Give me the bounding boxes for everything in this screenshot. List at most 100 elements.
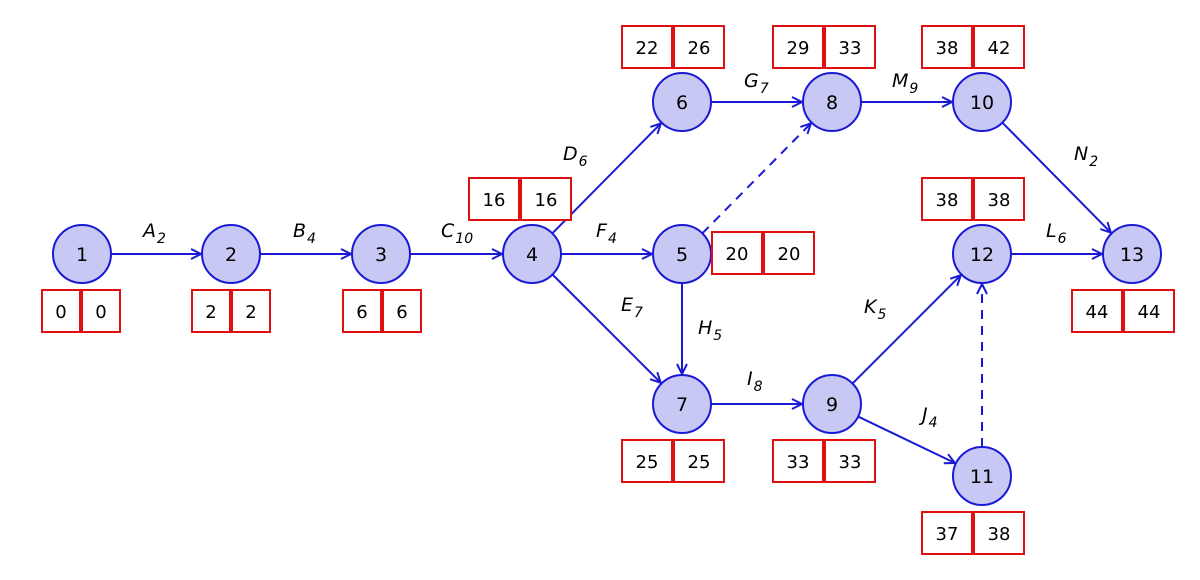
event-node-10: 10 [952, 72, 1012, 132]
event-node-2: 2 [201, 224, 261, 284]
activity-duration: 10 [455, 231, 473, 247]
earliest-time-box [191, 289, 231, 333]
earliest-time-box [772, 25, 824, 69]
node-number: 6 [676, 92, 688, 114]
node-circle [652, 374, 712, 434]
node-number: 7 [676, 394, 688, 416]
node-circle [952, 72, 1012, 132]
node-number: 1 [76, 244, 88, 266]
node-circle [952, 446, 1012, 506]
latest-time: 33 [839, 452, 862, 473]
latest-time-box [81, 289, 121, 333]
latest-time: 26 [688, 38, 711, 59]
dummy-arrow-5-8 [701, 123, 811, 235]
earliest-time: 37 [936, 524, 959, 545]
activity-duration: 9 [909, 81, 918, 97]
latest-time-box [973, 511, 1025, 555]
activity-label-j: J4 [918, 404, 938, 431]
activity-duration: 4 [608, 231, 617, 247]
activity-label-d: D6 [563, 143, 588, 170]
edges-layer [111, 102, 1111, 463]
time-boxes-node-9: 33 33 [772, 439, 876, 483]
earliest-time-box [468, 177, 520, 221]
node-number: 8 [826, 92, 838, 114]
time-boxes-node-10: 38 42 [921, 25, 1025, 69]
event-node-1: 1 [52, 224, 112, 284]
earliest-time-box [1071, 289, 1123, 333]
earliest-time: 38 [936, 38, 959, 59]
activity-arrow-j [857, 415, 955, 463]
activity-arrow-e [551, 273, 661, 383]
earliest-time-box [921, 177, 973, 221]
earliest-time-box [621, 439, 673, 483]
activity-arrow-k [851, 275, 961, 385]
node-number: 5 [676, 244, 688, 266]
activity-duration: 7 [634, 305, 643, 321]
activity-duration: 5 [713, 328, 722, 344]
activity-duration: 6 [1058, 231, 1067, 247]
event-node-4: 4 [502, 224, 562, 284]
latest-time-box [824, 439, 876, 483]
node-circle [201, 224, 261, 284]
node-number: 4 [526, 244, 538, 266]
node-number: 9 [826, 394, 838, 416]
latest-time: 33 [839, 38, 862, 59]
event-node-11: 11 [952, 446, 1012, 506]
node-circle [802, 374, 862, 434]
earliest-time-box [621, 25, 673, 69]
event-node-3: 3 [351, 224, 411, 284]
activity-duration: 6 [579, 154, 588, 170]
latest-time: 6 [396, 302, 407, 323]
node-number: 10 [970, 92, 994, 114]
activity-label-k: K5 [864, 296, 886, 323]
latest-time-box [1123, 289, 1175, 333]
activity-duration: 5 [877, 307, 886, 323]
latest-time: 38 [988, 524, 1011, 545]
event-node-5: 5 [652, 224, 712, 284]
activity-label-f: F4 [596, 220, 617, 247]
activity-label-m: M9 [892, 70, 918, 97]
node-number: 11 [970, 466, 994, 488]
node-number: 12 [970, 244, 994, 266]
node-circle [802, 72, 862, 132]
activity-duration: 8 [754, 379, 763, 395]
node-circle [652, 72, 712, 132]
latest-time: 20 [778, 244, 801, 265]
activity-duration: 2 [1089, 154, 1098, 170]
event-node-9: 9 [802, 374, 862, 434]
earliest-time: 6 [356, 302, 367, 323]
activity-duration: 4 [929, 415, 938, 431]
latest-time: 44 [1138, 302, 1161, 323]
activity-label-l: L6 [1046, 220, 1067, 247]
earliest-time: 2 [205, 302, 216, 323]
earliest-time: 20 [726, 244, 749, 265]
activity-duration: 7 [760, 81, 769, 97]
activity-label-e: E7 [621, 294, 643, 321]
node-circle [52, 224, 112, 284]
dummy-edges-layer [701, 123, 982, 447]
earliest-time: 33 [787, 452, 810, 473]
time-boxes-node-12: 38 38 [921, 177, 1025, 221]
node-circle [502, 224, 562, 284]
activity-arrow-n [1001, 121, 1111, 233]
activity-duration: 4 [307, 231, 316, 247]
latest-time: 38 [988, 190, 1011, 211]
node-number: 2 [225, 244, 237, 266]
activity-label-n: N2 [1074, 143, 1098, 170]
earliest-time-box [921, 25, 973, 69]
earliest-time: 0 [55, 302, 66, 323]
node-number: 3 [375, 244, 387, 266]
latest-time-box [824, 25, 876, 69]
event-node-12: 12 [952, 224, 1012, 284]
latest-time: 42 [988, 38, 1011, 59]
activity-label-c: C10 [441, 220, 473, 247]
earliest-time: 38 [936, 190, 959, 211]
